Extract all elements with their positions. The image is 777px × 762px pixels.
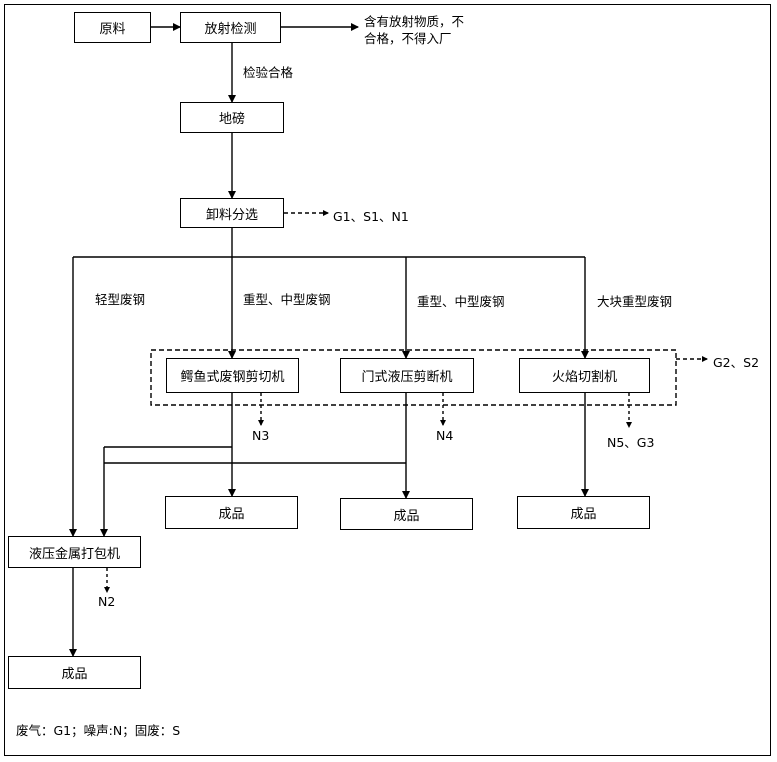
- node-unload-sort: 卸料分选: [180, 198, 284, 228]
- node-weighbridge: 地磅: [180, 102, 284, 133]
- legend: 废气：G1；噪声:N；固废：S: [16, 723, 181, 738]
- cutting-group-boundary: [150, 349, 677, 406]
- node-product-3: 成品: [517, 496, 650, 529]
- node-product-2: 成品: [340, 498, 473, 530]
- node-alligator-shear: 鳄鱼式废钢剪切机: [166, 358, 299, 393]
- label-large-heavy: 大块重型废钢: [597, 294, 673, 309]
- label-group-emissions: G2、S2: [713, 355, 760, 370]
- label-heavy-medium-2: 重型、中型废钢: [417, 294, 505, 309]
- node-radiation-check: 放射检测: [180, 12, 281, 43]
- label-n5-g3: N5、G3: [607, 435, 655, 450]
- node-flame-cutter: 火焰切割机: [519, 358, 650, 393]
- label-reject-line2: 合格，不得入厂: [364, 31, 452, 46]
- label-light-scrap: 轻型废钢: [95, 292, 146, 307]
- diagram-frame: [4, 4, 771, 756]
- label-pass-check: 检验合格: [243, 65, 294, 80]
- label-sort-emissions: G1、S1、N1: [333, 209, 409, 224]
- node-baler: 液压金属打包机: [8, 536, 141, 568]
- node-gantry-shear: 门式液压剪断机: [340, 358, 474, 393]
- label-reject-line1: 含有放射物质，不: [364, 14, 465, 29]
- node-product-1: 成品: [165, 496, 298, 529]
- label-n4: N4: [436, 428, 454, 443]
- node-raw-material: 原料: [74, 12, 151, 43]
- label-heavy-medium-1: 重型、中型废钢: [243, 292, 331, 307]
- label-n2: N2: [98, 594, 116, 609]
- node-product-4: 成品: [8, 656, 141, 689]
- label-n3: N3: [252, 428, 270, 443]
